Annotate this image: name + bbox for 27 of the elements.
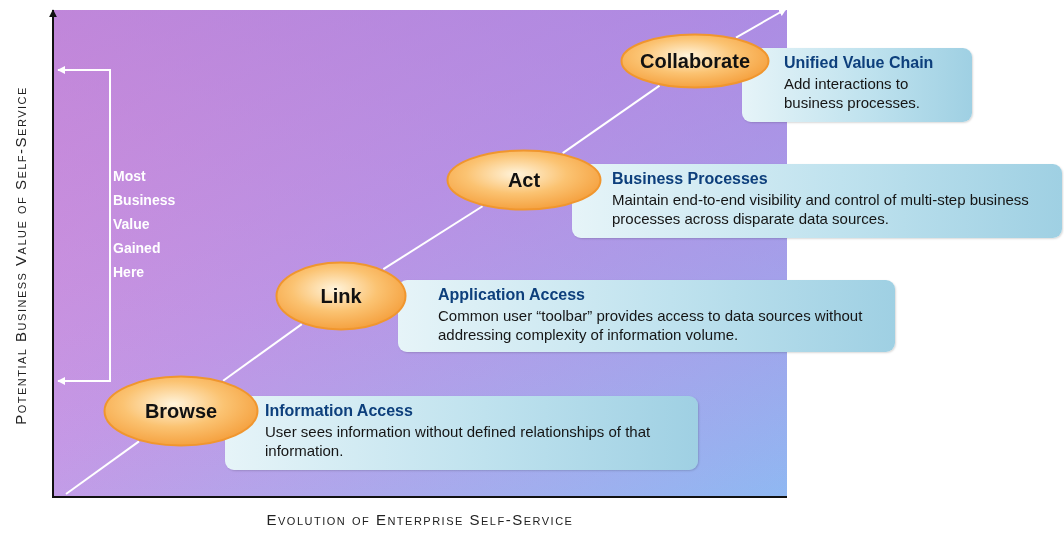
diagonal-line bbox=[382, 205, 484, 271]
callout-heading: Unified Value Chain bbox=[784, 54, 935, 72]
stage-ellipse bbox=[620, 33, 770, 89]
stage-label: Browse bbox=[144, 399, 218, 423]
diagonal-line bbox=[735, 8, 787, 39]
callout-box bbox=[225, 396, 698, 470]
callout-heading: Business Processes bbox=[612, 170, 769, 188]
callout-text: Maintain end-to-end visibility and control of multi-step business processes across disparate data sources. bbox=[612, 190, 1030, 228]
diagonal-line bbox=[561, 84, 661, 155]
callout-heading: Application Access bbox=[438, 286, 586, 304]
callout-box bbox=[572, 164, 1062, 238]
diagonal-line bbox=[222, 323, 303, 382]
axis-title: Potential Business Value of Self-Service bbox=[11, 85, 29, 427]
stage-ellipse bbox=[275, 261, 407, 331]
stage-label: Collaborate bbox=[640, 49, 750, 73]
axis-title: Evolution of Enterprise Self-Service bbox=[265, 511, 575, 528]
stage-label: Act bbox=[507, 168, 541, 192]
callout-box bbox=[398, 280, 895, 352]
callout-heading: Information Access bbox=[265, 402, 414, 420]
stage-ellipse bbox=[103, 375, 259, 447]
bracket-note: Most Business Value Gained Here bbox=[113, 167, 177, 282]
callout-text: Common user “toolbar” provides access to data sources without addressing complexity of information volume. bbox=[438, 306, 864, 344]
stage-label: Link bbox=[320, 284, 362, 308]
callout-text: User sees information without defined relationships of that information. bbox=[265, 422, 652, 460]
callout-text: Add interactions to business processes. bbox=[784, 74, 921, 112]
diagonal-line bbox=[65, 440, 140, 495]
stage-ellipse bbox=[446, 149, 602, 211]
